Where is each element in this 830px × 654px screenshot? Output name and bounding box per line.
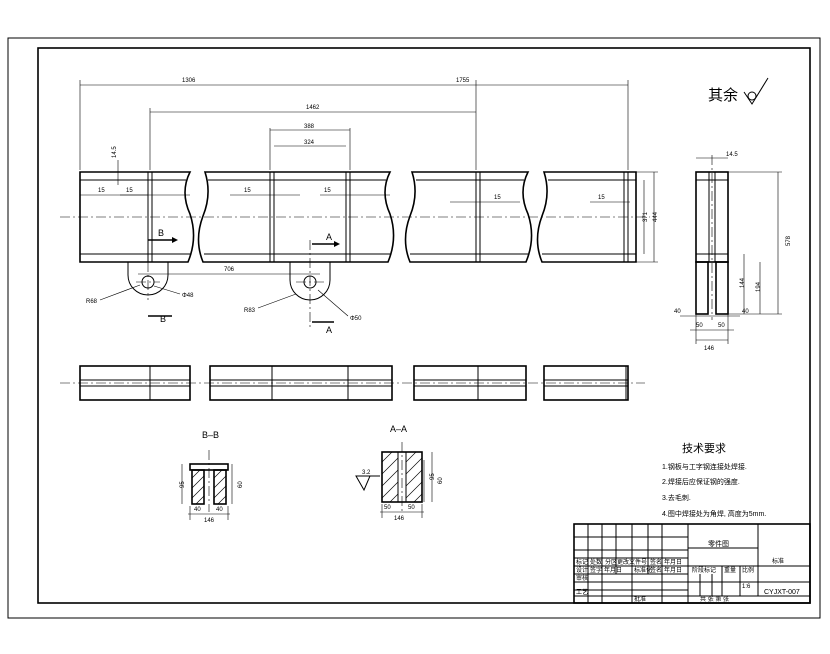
- tech-item-2: 2.焊接后应保证钢的强度.: [662, 477, 740, 486]
- dim-15-c: 15: [244, 188, 251, 194]
- section-bb-title: B–B: [202, 430, 219, 440]
- dim-bb-60: 60: [238, 481, 244, 488]
- title-material: 标准: [772, 557, 784, 565]
- tb-r4-0: 工艺: [576, 588, 588, 596]
- dim-phi48: Φ48: [182, 293, 194, 299]
- dim-side-50-r: 50: [718, 323, 725, 329]
- title-scale: 1:6: [742, 584, 751, 590]
- tech-item-3: 3.去毛刺.: [662, 493, 691, 502]
- section-label-b-top: B: [158, 228, 164, 238]
- tb-r4-1: 批准: [634, 595, 646, 603]
- dim-aa-60: 60: [438, 477, 444, 484]
- tb-h-5: 年月日: [664, 558, 682, 566]
- dim-r68: R68: [86, 299, 98, 305]
- dim-aa-3-2: 3.2: [362, 470, 371, 476]
- dim-bb-40-r: 40: [216, 507, 223, 513]
- section-aa-title: A–A: [390, 424, 407, 434]
- dim-15-a: 15: [98, 188, 105, 194]
- dim-aa-146: 146: [394, 516, 405, 522]
- dim-444: 444: [653, 211, 659, 222]
- outer-frame: [7, 37, 821, 619]
- dim-phi50: Φ50: [350, 316, 362, 322]
- surface-finish-icon: [743, 77, 769, 105]
- dim-aa-50-l: 50: [384, 505, 391, 511]
- dim-side-14-5: 14.5: [726, 152, 738, 158]
- title-block: [573, 523, 811, 604]
- section-aa: [355, 442, 433, 518]
- tb-stage-0: 阶段标记: [692, 566, 716, 574]
- tb-r2-0: 设计: [576, 566, 588, 574]
- dim-bb-95: 95: [180, 481, 186, 488]
- tb-r2-1: 签字: [590, 566, 602, 574]
- tech-item-4: 4.图中焊接处为角焊, 高度为5mm.: [662, 509, 766, 518]
- dim-578: 578: [786, 235, 792, 246]
- tb-r2-4: 签名: [650, 566, 662, 574]
- tb-r2-5: 年月日: [664, 566, 682, 574]
- tb-stage-1: 重量: [724, 566, 736, 574]
- section-marks: [148, 237, 340, 323]
- tb-r2-3: 标准化: [634, 566, 652, 574]
- dim-15-f: 15: [598, 195, 605, 201]
- dim-aa-50-r: 50: [408, 505, 415, 511]
- front-view: [60, 171, 650, 330]
- top-dimensions: [79, 80, 658, 317]
- dim-side-50-l: 50: [696, 323, 703, 329]
- tech-title: 技术要求: [682, 442, 726, 455]
- tb-h-2: 分区: [605, 558, 617, 566]
- dim-706: 706: [224, 267, 235, 273]
- tech-item-1: 1.钢板与工字钢连接处焊接.: [662, 462, 747, 471]
- dim-1462: 1462: [306, 105, 320, 111]
- inner-frame: [37, 47, 811, 604]
- tb-r2-2: 年月日: [604, 566, 622, 574]
- dim-side-146: 146: [704, 346, 715, 352]
- tb-sheet: 共 张 第 张: [700, 595, 729, 603]
- dim-side-40-r: 40: [742, 309, 749, 315]
- tb-r3-0: 审核: [576, 574, 588, 582]
- dim-1306: 1306: [182, 78, 196, 84]
- tb-h-4: 签名: [650, 558, 662, 566]
- dim-1755: 1755: [456, 78, 470, 84]
- dim-144: 144: [740, 277, 746, 288]
- tb-h-1: 处数: [590, 558, 602, 566]
- dim-r83: R83: [244, 308, 256, 314]
- section-label-a-bottom: A: [326, 325, 332, 335]
- dim-194: 194: [756, 281, 762, 292]
- surface-finish-text: 其余: [708, 86, 738, 104]
- section-label-b-bottom: B: [160, 314, 166, 324]
- dim-bb-40-l: 40: [194, 507, 201, 513]
- section-label-a-top: A: [326, 232, 332, 242]
- dim-324: 324: [304, 140, 315, 146]
- dim-15-e: 15: [494, 195, 501, 201]
- dim-15-b: 15: [126, 188, 133, 194]
- top-view: [60, 365, 645, 401]
- dim-bb-146: 146: [204, 518, 215, 524]
- dim-15-d: 15: [324, 188, 331, 194]
- dim-side-40-l: 40: [674, 309, 681, 315]
- title-part-name: 零件图: [708, 539, 729, 548]
- tb-h-3: 更改文件号: [617, 558, 647, 566]
- tb-stage-2: 比例: [742, 566, 754, 574]
- dim-388: 388: [304, 124, 315, 130]
- dim-aa-95: 95: [430, 473, 436, 480]
- side-view: [680, 155, 782, 344]
- tb-h-0: 标记: [576, 558, 588, 566]
- section-bb: [181, 450, 233, 520]
- dim-371: 371: [643, 211, 649, 222]
- title-drawing-no: CYJXT-007: [764, 589, 800, 596]
- dim-14-5: 14.5: [112, 146, 118, 158]
